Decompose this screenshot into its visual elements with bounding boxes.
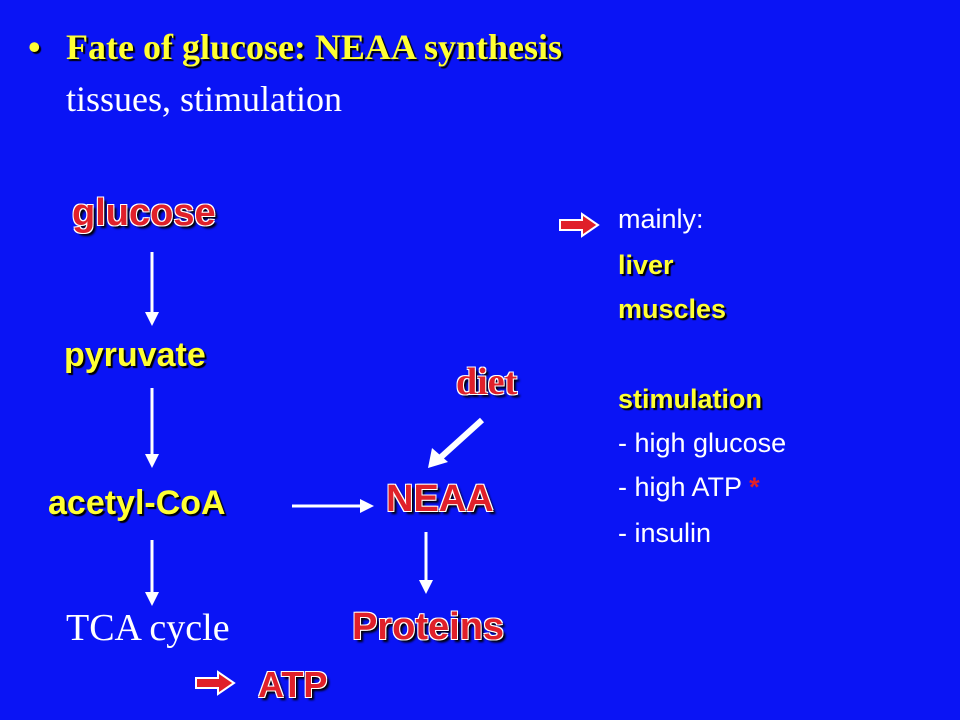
node-neaa: NEAA — [386, 478, 494, 520]
condition-high-atp: - high ATP * — [618, 472, 760, 503]
node-pyruvate: pyruvate — [64, 336, 206, 374]
tissue-liver: liver — [618, 250, 674, 280]
node-acetyl-coa: acetyl-CoA — [48, 484, 226, 522]
condition-high-atp-text: - high ATP — [618, 472, 750, 502]
slide-title: Fate of glucose: NEAA synthesis — [66, 27, 562, 67]
atp-asterisk: * — [749, 472, 760, 502]
node-diet: diet — [456, 361, 518, 403]
right-arrow-icon — [559, 212, 600, 238]
tissue-muscles: muscles — [618, 294, 727, 324]
down-arrow-icon — [145, 252, 159, 326]
stimulation-label: stimulation — [618, 384, 763, 414]
slide-subtitle: tissues, stimulation — [66, 79, 343, 119]
down-arrow-icon — [145, 540, 159, 606]
right-arrow-icon — [292, 499, 374, 513]
mainly-label: mainly: — [618, 204, 704, 234]
title-bullet: • — [28, 27, 41, 67]
down-arrow-icon — [145, 388, 159, 468]
condition-insulin: - insulin — [618, 518, 712, 548]
right-arrow-icon — [195, 670, 236, 696]
down-arrow-icon — [419, 532, 433, 594]
condition-high-glucose: - high glucose — [618, 428, 787, 458]
node-proteins: Proteins — [352, 606, 505, 648]
node-atp: ATP — [258, 664, 328, 705]
node-tca-cycle: TCA cycle — [66, 607, 230, 649]
diagonal-arrow-icon — [428, 417, 485, 468]
node-glucose: glucose — [72, 192, 216, 234]
